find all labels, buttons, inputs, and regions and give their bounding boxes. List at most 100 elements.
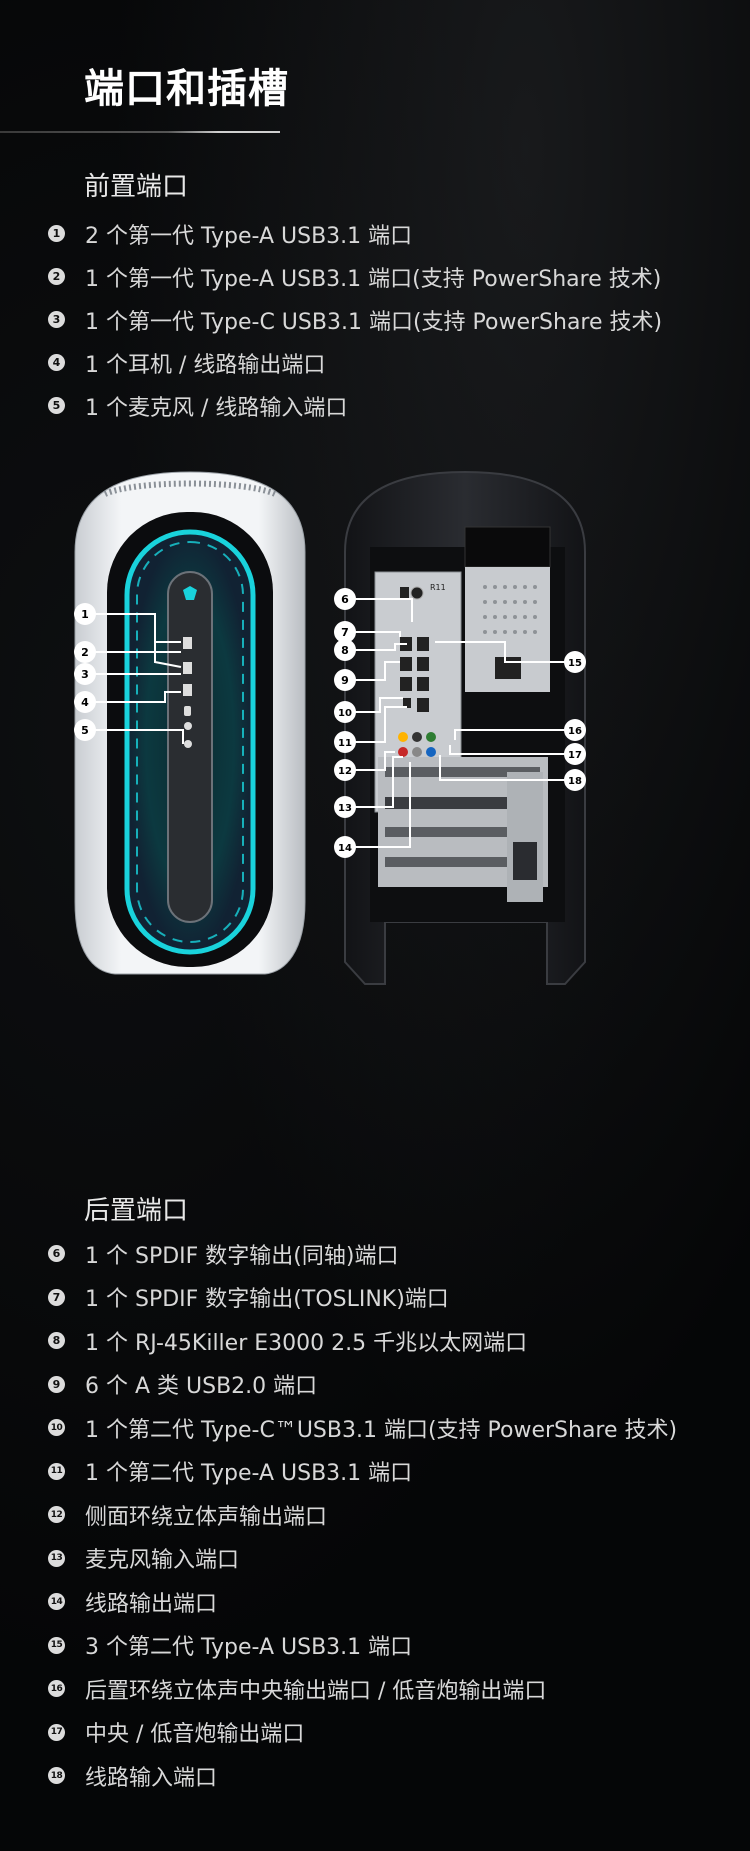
number-badge: 9 [48,1375,65,1393]
port-description: 1 个第一代 Type-C USB3.1 端口(支持 PowerShare 技术… [85,309,663,335]
list-item: 3 1 个第一代 Type-C USB3.1 端口(支持 PowerShare 技… [48,298,662,341]
callout-6: 6 [334,588,356,610]
list-item: 16 后置环绕立体声中央输出端口 / 低音炮输出端口 [48,1667,677,1711]
rear-port-list: 6 1 个 SPDIF 数字输出(同轴)端口 7 1 个 SPDIF 数字输出(TO… [48,1232,677,1798]
callout-16: 16 [564,719,586,741]
number-badge: 15 [48,1636,65,1654]
port-description: 6 个 A 类 USB2.0 端口 [85,1374,318,1400]
list-item: 17 中央 / 低音炮输出端口 [48,1711,677,1755]
list-item: 14 线路输出端口 [48,1580,677,1624]
callout-7: 7 [334,621,356,643]
callout-4: 4 [74,691,96,713]
svg-text:7: 7 [341,626,349,639]
number-badge: 14 [48,1593,65,1611]
rear-case: R11 [344,470,586,985]
port-description: 侧面环绕立体声输出端口 [85,1504,328,1530]
callout-1: 1 [74,603,96,625]
callout-badges: 1 2 3 4 5 6 7 8 9 10 11 12 13 14 15 16 1… [74,588,586,858]
list-item: 9 6 个 A 类 USB2.0 端口 [48,1363,677,1407]
callout-18: 18 [564,769,586,791]
svg-text:8: 8 [341,644,349,657]
number-badge: 8 [48,1332,65,1350]
port-description: 中央 / 低音炮输出端口 [85,1722,305,1748]
number-badge: 6 [48,1245,65,1263]
callout-8: 8 [334,639,356,661]
callout-10: 10 [334,701,356,723]
list-item: 1 2 个第一代 Type-A USB3.1 端口 [48,212,662,255]
callout-2: 2 [74,641,96,663]
number-badge: 1 [48,225,65,242]
number-badge: 17 [48,1723,65,1741]
svg-text:13: 13 [338,803,352,814]
number-badge: 10 [48,1419,65,1437]
svg-text:5: 5 [81,724,89,737]
svg-text:16: 16 [568,726,582,737]
list-item: 12 侧面环绕立体声输出端口 [48,1493,677,1537]
port-description: 1 个耳机 / 线路输出端口 [85,352,326,378]
callout-15: 15 [564,651,586,673]
svg-text:11: 11 [338,738,352,749]
callout-13: 13 [334,796,356,818]
port-description: 1 个第二代 Type-A USB3.1 端口 [85,1461,413,1487]
number-badge: 18 [48,1767,65,1785]
number-badge: 4 [48,354,65,371]
port-description: 线路输入端口 [85,1765,218,1791]
svg-text:15: 15 [568,658,582,669]
list-item: 15 3 个第二代 Type-A USB3.1 端口 [48,1624,677,1668]
list-item: 6 1 个 SPDIF 数字输出(同轴)端口 [48,1232,677,1276]
number-badge: 7 [48,1288,65,1306]
callout-14: 14 [334,836,356,858]
list-item: 8 1 个 RJ-45Killer E3000 2.5 千兆以太网端口 [48,1319,677,1363]
psu-label: R11 [430,583,446,592]
port-description: 后置环绕立体声中央输出端口 / 低音炮输出端口 [85,1678,547,1704]
front-ports-heading: 前置端口 [84,172,189,202]
number-badge: 3 [48,311,65,328]
title-underline [0,131,280,133]
port-description: 3 个第二代 Type-A USB3.1 端口 [85,1635,413,1661]
number-badge: 13 [48,1549,65,1567]
port-description: 2 个第一代 Type-A USB3.1 端口 [85,223,413,249]
front-case [74,471,306,975]
svg-text:1: 1 [81,608,89,621]
page-title: 端口和插槽 [84,66,289,112]
list-item: 2 1 个第一代 Type-A USB3.1 端口(支持 PowerShare 技… [48,255,662,298]
port-description: 1 个第一代 Type-A USB3.1 端口(支持 PowerShare 技术… [85,266,662,292]
pc-front-rear-illustration: R11 [74,470,586,985]
svg-text:9: 9 [341,674,349,687]
svg-text:4: 4 [81,696,89,709]
list-item: 10 1 个第二代 Type-C™USB3.1 端口(支持 PowerShare … [48,1406,677,1450]
callout-12: 12 [334,759,356,781]
number-badge: 16 [48,1680,65,1698]
port-description: 线路输出端口 [85,1591,218,1617]
number-badge: 12 [48,1506,65,1524]
svg-text:10: 10 [338,708,352,719]
callout-9: 9 [334,669,356,691]
rear-callout-lines [345,598,575,848]
port-description: 1 个麦克风 / 线路输入端口 [85,395,348,421]
list-item: 13 麦克风输入端口 [48,1537,677,1581]
svg-text:12: 12 [338,766,352,777]
port-description: 1 个第二代 Type-C™USB3.1 端口(支持 PowerShare 技术… [85,1417,678,1443]
svg-text:18: 18 [568,776,582,787]
callout-17: 17 [564,743,586,765]
port-description: 1 个 SPDIF 数字输出(TOSLINK)端口 [85,1287,449,1313]
callout-5: 5 [74,719,96,741]
number-badge: 5 [48,397,65,414]
svg-text:2: 2 [81,646,89,659]
list-item: 7 1 个 SPDIF 数字输出(TOSLINK)端口 [48,1276,677,1320]
port-description: 1 个 RJ-45Killer E3000 2.5 千兆以太网端口 [85,1330,528,1356]
callout-11: 11 [334,731,356,753]
list-item: 18 线路输入端口 [48,1754,677,1798]
svg-text:17: 17 [568,750,582,761]
rear-ports-heading: 后置端口 [84,1196,189,1226]
callout-3: 3 [74,663,96,685]
svg-text:6: 6 [341,593,349,606]
list-item: 4 1 个耳机 / 线路输出端口 [48,341,662,384]
front-port-list: 1 2 个第一代 Type-A USB3.1 端口 2 1 个第一代 Type-A … [48,212,662,427]
port-description: 1 个 SPDIF 数字输出(同轴)端口 [85,1243,399,1269]
list-item: 5 1 个麦克风 / 线路输入端口 [48,384,662,427]
port-description: 麦克风输入端口 [85,1548,240,1574]
number-badge: 2 [48,268,65,285]
svg-text:14: 14 [338,843,352,854]
